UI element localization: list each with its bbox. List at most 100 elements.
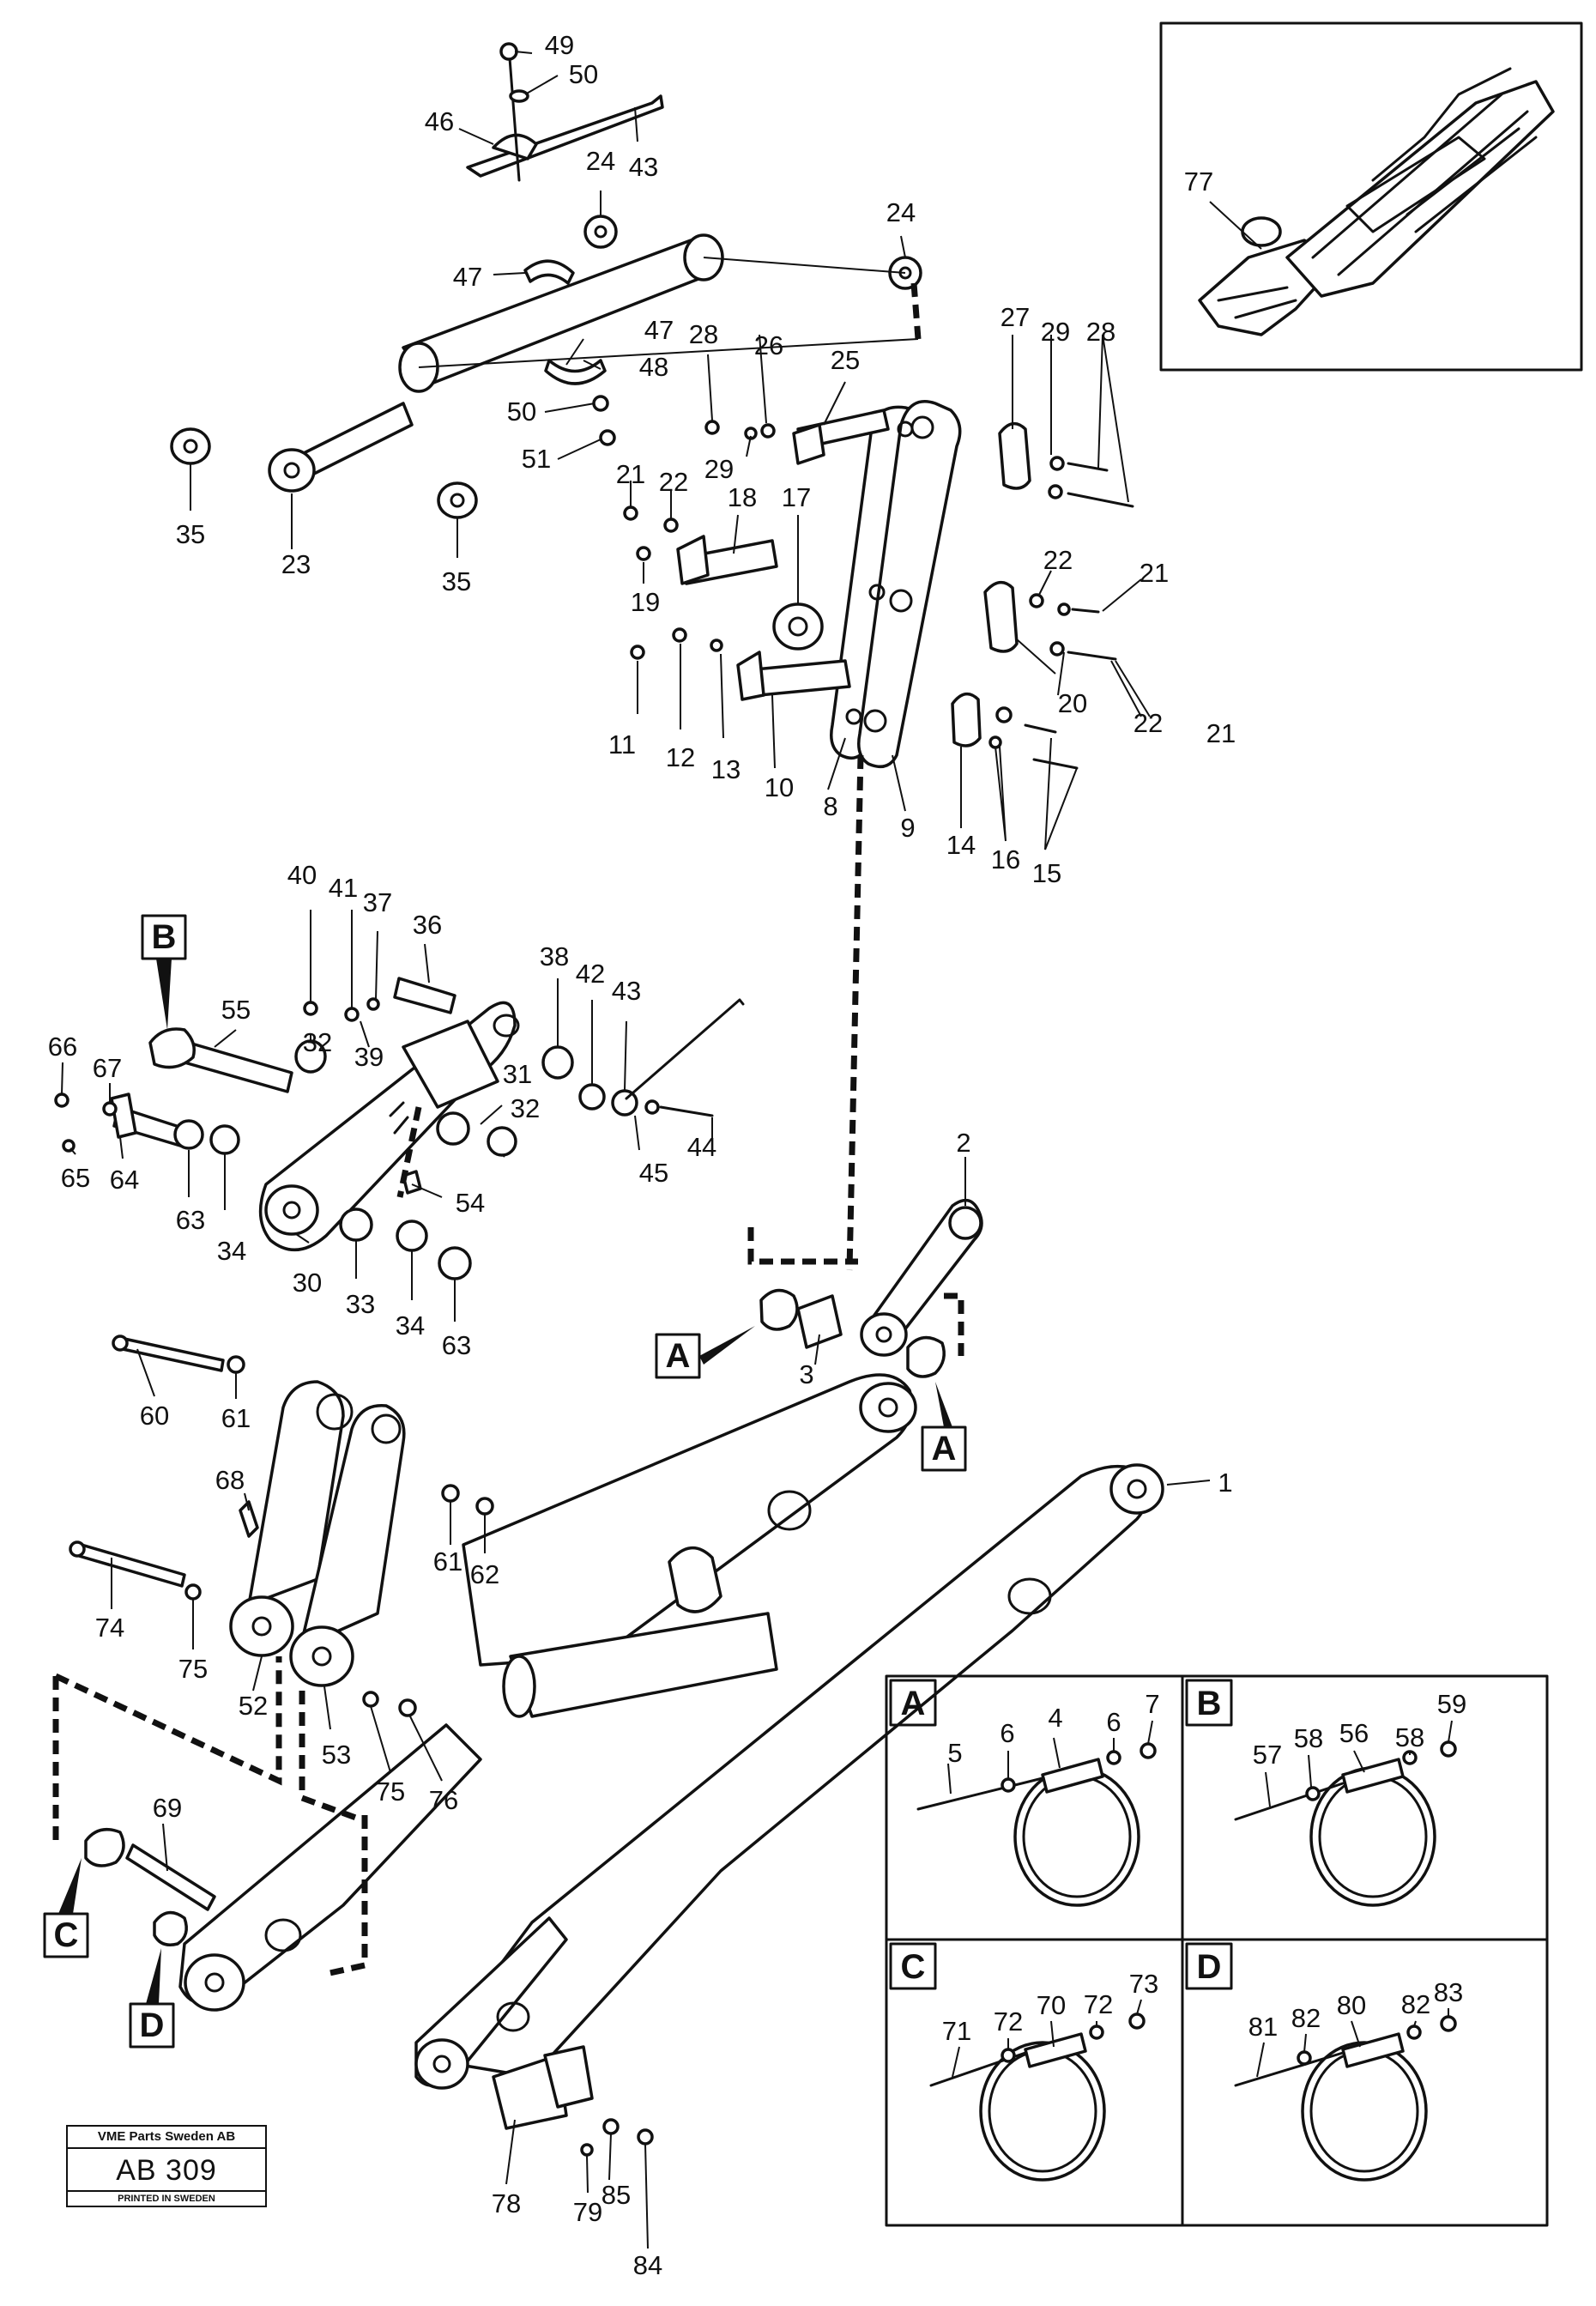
callout-13: 13 <box>711 754 741 784</box>
callout-4: 4 <box>1048 1703 1062 1733</box>
callout-25: 25 <box>831 345 860 375</box>
callout-75b: 75 <box>376 1776 405 1807</box>
ref-tag-b: B <box>141 914 187 1030</box>
callout-76: 76 <box>429 1785 458 1815</box>
callout-16: 16 <box>991 844 1020 875</box>
callout-85: 85 <box>602 2180 631 2210</box>
callout-58b: 58 <box>1395 1722 1424 1752</box>
callout-51: 51 <box>522 444 551 474</box>
callout-63a: 63 <box>176 1205 205 1235</box>
callout-52: 52 <box>239 1691 268 1721</box>
svg-text:C: C <box>54 1916 79 1954</box>
stamp-printed-note: PRINTED IN SWEDEN <box>66 2192 267 2207</box>
ref-tag-a-left: A <box>655 1326 755 1379</box>
callout-54: 54 <box>456 1188 485 1218</box>
callout-1: 1 <box>1218 1468 1232 1498</box>
lever-group <box>54 977 745 1280</box>
callout-58a: 58 <box>1294 1723 1323 1753</box>
svg-text:A: A <box>901 1685 926 1722</box>
callout-69: 69 <box>153 1793 182 1823</box>
callout-82a: 82 <box>1291 2003 1321 2033</box>
callout-21c: 21 <box>1206 718 1236 748</box>
callout-32b: 32 <box>511 1093 540 1123</box>
svg-text:B: B <box>1197 1685 1222 1722</box>
callout-20: 20 <box>1058 688 1087 718</box>
callout-11: 11 <box>608 729 636 760</box>
callout-67: 67 <box>93 1053 122 1083</box>
callout-14: 14 <box>946 830 976 860</box>
callout-24b: 24 <box>886 197 916 227</box>
callout-23: 23 <box>281 549 311 579</box>
callout-47b: 47 <box>644 315 674 345</box>
callout-41: 41 <box>329 873 358 903</box>
callout-34a: 34 <box>217 1236 246 1266</box>
link-2-group <box>747 1198 983 1378</box>
callout-31: 31 <box>503 1059 532 1089</box>
callout-73: 73 <box>1129 1969 1158 1999</box>
svg-text:A: A <box>666 1337 691 1375</box>
callout-62: 62 <box>470 1559 499 1589</box>
callout-42: 42 <box>576 959 605 989</box>
stamp-drawing-code: AB 309 <box>66 2147 267 2192</box>
callout-38: 38 <box>540 941 569 971</box>
callout-45: 45 <box>639 1158 668 1188</box>
callout-36: 36 <box>413 910 442 940</box>
callout-48: 48 <box>639 352 668 382</box>
callout-32a: 32 <box>303 1027 332 1057</box>
callout-78: 78 <box>492 2188 521 2218</box>
bracket-group <box>52 1335 494 1977</box>
svg-text:B: B <box>152 918 177 956</box>
callout-70: 70 <box>1037 1990 1066 2020</box>
callout-28b: 28 <box>1086 317 1115 347</box>
ref-tag-d: D <box>129 1948 175 2049</box>
callout-19: 19 <box>631 587 660 617</box>
callout-5: 5 <box>947 1738 962 1768</box>
callout-71: 71 <box>942 2016 971 2046</box>
ref-tag-a-right: A <box>921 1382 967 1472</box>
svg-text:D: D <box>1197 1948 1222 1986</box>
callout-81: 81 <box>1248 2012 1278 2042</box>
callout-29b: 29 <box>1041 317 1070 347</box>
lift-arm-frame <box>178 1373 1164 2157</box>
callout-66: 66 <box>48 1032 77 1062</box>
callout-35a: 35 <box>176 519 205 549</box>
callout-17: 17 <box>782 482 811 512</box>
callout-3: 3 <box>799 1359 813 1389</box>
callout-12: 12 <box>666 742 695 772</box>
callout-26: 26 <box>754 330 783 360</box>
callout-7: 7 <box>1145 1689 1159 1719</box>
callout-84: 84 <box>633 2250 662 2280</box>
callout-29a: 29 <box>704 454 734 484</box>
callout-18: 18 <box>728 482 757 512</box>
callout-33: 33 <box>346 1289 375 1319</box>
reference-tags: A A B C D <box>43 914 967 2049</box>
callout-43a: 43 <box>629 152 658 182</box>
callout-55: 55 <box>221 995 251 1025</box>
callout-57: 57 <box>1253 1740 1282 1770</box>
callout-63b: 63 <box>442 1330 471 1360</box>
dashed-guide-center <box>846 754 864 1271</box>
svg-text:C: C <box>901 1948 926 1986</box>
callout-40: 40 <box>287 860 317 890</box>
inset-machine-view <box>1159 21 1583 372</box>
svg-text:A: A <box>932 1430 957 1468</box>
callout-28a: 28 <box>689 319 718 349</box>
callout-80: 80 <box>1337 1990 1366 2020</box>
callout-53: 53 <box>322 1740 351 1770</box>
callout-68: 68 <box>215 1465 245 1495</box>
callout-82b: 82 <box>1401 1989 1430 2019</box>
callout-8: 8 <box>823 791 837 821</box>
callout-50a: 50 <box>569 59 598 89</box>
svg-text:D: D <box>140 2006 165 2044</box>
callout-35b: 35 <box>442 566 471 596</box>
callout-34b: 34 <box>396 1310 425 1341</box>
callout-49: 49 <box>545 30 574 60</box>
callout-44: 44 <box>687 1132 716 1162</box>
callout-22c: 22 <box>1134 708 1163 738</box>
callout-83: 83 <box>1434 1977 1463 2007</box>
callout-50b: 50 <box>507 396 536 427</box>
detail-panel <box>885 1674 1549 2227</box>
callout-21a: 21 <box>616 459 645 489</box>
callout-61a: 61 <box>221 1403 251 1433</box>
callout-59: 59 <box>1437 1689 1466 1719</box>
